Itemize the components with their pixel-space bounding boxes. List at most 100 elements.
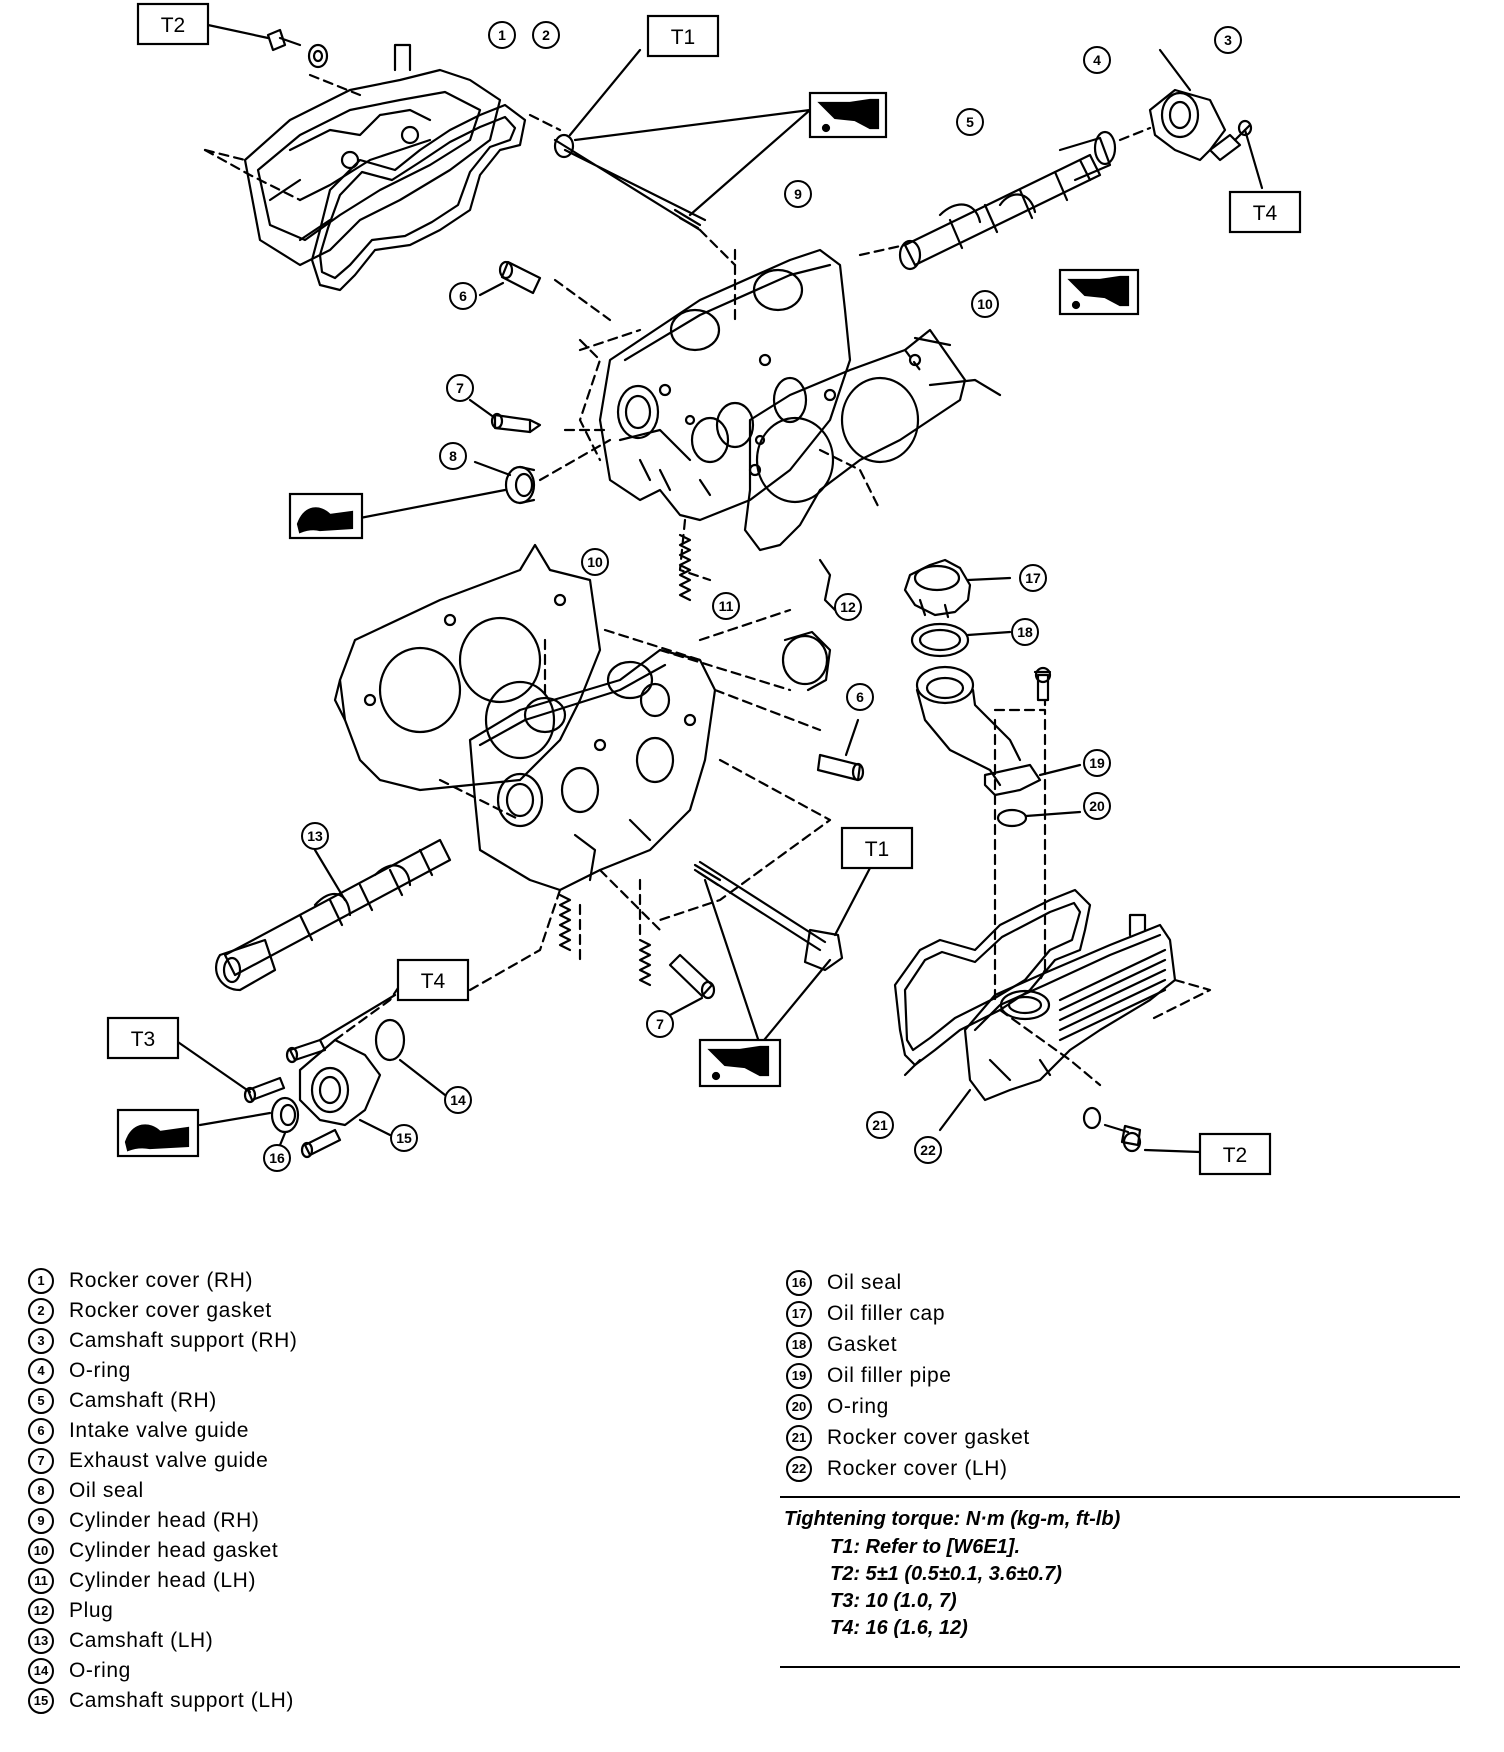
oil-symbol-icon bbox=[808, 91, 888, 139]
svg-text:7: 7 bbox=[656, 1016, 664, 1032]
callout-16: 16 bbox=[263, 1144, 291, 1172]
svg-text:13: 13 bbox=[307, 828, 323, 844]
rocker-cover-lh bbox=[963, 913, 1177, 1102]
svg-text:18: 18 bbox=[1017, 624, 1033, 640]
svg-text:T4: T4 bbox=[421, 970, 446, 993]
callout-4: 4 bbox=[1083, 46, 1111, 74]
callout-12: 12 bbox=[834, 593, 862, 621]
callout-19: 19 bbox=[1083, 749, 1111, 777]
svg-text:T1: T1 bbox=[865, 838, 890, 861]
oil-symbol-icon bbox=[1058, 268, 1140, 316]
svg-text:17: 17 bbox=[1025, 570, 1041, 586]
torque-line: T3: 10 (1.0, 7) bbox=[830, 1590, 957, 1612]
svg-text:7: 7 bbox=[456, 380, 464, 396]
svg-text:11: 11 bbox=[719, 598, 734, 614]
grease-symbol-icon bbox=[116, 1108, 200, 1158]
svg-text:19: 19 bbox=[1089, 755, 1105, 771]
svg-text:12: 12 bbox=[840, 599, 856, 615]
camshaft-support-rh bbox=[1148, 88, 1227, 162]
svg-text:3: 3 bbox=[1224, 32, 1232, 48]
bolt-t4-bottom bbox=[285, 1038, 327, 1064]
svg-text:15: 15 bbox=[396, 1130, 412, 1146]
intake-valve-guide-bottom bbox=[816, 753, 865, 782]
tightening-torque-spec: Tightening torque: N·m (kg-m, ft-lb) T1:… bbox=[780, 1496, 1460, 1668]
intake-valve-guide-top bbox=[498, 260, 542, 295]
callout-1: 1 bbox=[488, 21, 516, 49]
svg-text:21: 21 bbox=[872, 1117, 888, 1133]
svg-text:9: 9 bbox=[794, 186, 802, 202]
callout-17: 17 bbox=[1019, 564, 1047, 592]
camshaft-rh bbox=[898, 136, 1112, 271]
callout-18: 18 bbox=[1011, 618, 1039, 646]
callout-22: 22 bbox=[914, 1136, 942, 1164]
callout-t2-bottom: T2 bbox=[1198, 1132, 1272, 1176]
rocker-cover-gasket-rh bbox=[310, 103, 527, 292]
callout-6b: 6 bbox=[846, 683, 874, 711]
o-ring-4 bbox=[1093, 130, 1117, 166]
callout-6: 6 bbox=[449, 282, 477, 310]
callout-t4-top: T4 bbox=[1228, 190, 1302, 234]
callout-t3: T3 bbox=[106, 1016, 180, 1060]
plug-12 bbox=[781, 630, 832, 692]
callout-t4-bottom: T4 bbox=[396, 958, 470, 1002]
svg-text:6: 6 bbox=[459, 288, 467, 304]
callout-11: 11 bbox=[712, 592, 740, 620]
callout-7b: 7 bbox=[646, 1010, 674, 1038]
svg-text:10: 10 bbox=[587, 554, 603, 570]
svg-text:T4: T4 bbox=[1253, 202, 1278, 225]
cylinder-head-lh bbox=[468, 648, 717, 892]
callout-3: 3 bbox=[1214, 26, 1242, 54]
oil-symbol-icon bbox=[698, 1038, 782, 1088]
svg-text:4: 4 bbox=[1093, 52, 1101, 68]
callout-10: 10 bbox=[971, 290, 999, 318]
callout-14: 14 bbox=[444, 1086, 472, 1114]
callout-15: 15 bbox=[390, 1124, 418, 1152]
camshaft-support-lh bbox=[298, 1038, 382, 1127]
torque-line: T4: 16 (1.6, 12) bbox=[830, 1617, 968, 1639]
torque-heading: Tightening torque: N·m (kg-m, ft-lb) bbox=[784, 1508, 1121, 1530]
callout-8: 8 bbox=[439, 442, 467, 470]
svg-text:5: 5 bbox=[966, 114, 974, 130]
cylinder-head-rh bbox=[598, 248, 852, 522]
rocker-cover-rh bbox=[243, 43, 502, 267]
o-ring-14 bbox=[374, 1018, 406, 1062]
bolt-t4-top bbox=[1208, 119, 1253, 162]
svg-text:16: 16 bbox=[269, 1150, 285, 1166]
exploded-diagram: T2 T1 T4 T1 T4 T3 T2 bbox=[106, 2, 1302, 1176]
callout-t1-top: T1 bbox=[646, 14, 720, 58]
oil-filler-pipe bbox=[915, 665, 1042, 797]
svg-text:1: 1 bbox=[498, 27, 506, 43]
bolt-t2-top bbox=[266, 28, 329, 69]
oil-seal-16 bbox=[270, 1096, 300, 1134]
bolt-t1-top bbox=[553, 133, 707, 232]
torque-line: T1: Refer to [W6E1]. bbox=[830, 1536, 1021, 1558]
svg-text:T2: T2 bbox=[1223, 1144, 1248, 1167]
callout-t2-top: T2 bbox=[136, 2, 210, 46]
svg-text:T3: T3 bbox=[131, 1028, 156, 1051]
callout-7: 7 bbox=[446, 374, 474, 402]
svg-text:10: 10 bbox=[977, 296, 993, 312]
svg-text:14: 14 bbox=[450, 1092, 466, 1108]
cylinder-head-gasket-rh bbox=[743, 328, 1002, 552]
callout-5: 5 bbox=[956, 108, 984, 136]
callout-21: 21 bbox=[866, 1111, 894, 1139]
callout-20: 20 bbox=[1083, 792, 1111, 820]
callout-t1-bottom: T1 bbox=[840, 826, 914, 870]
cylinder-head-gasket-lh bbox=[333, 543, 602, 792]
